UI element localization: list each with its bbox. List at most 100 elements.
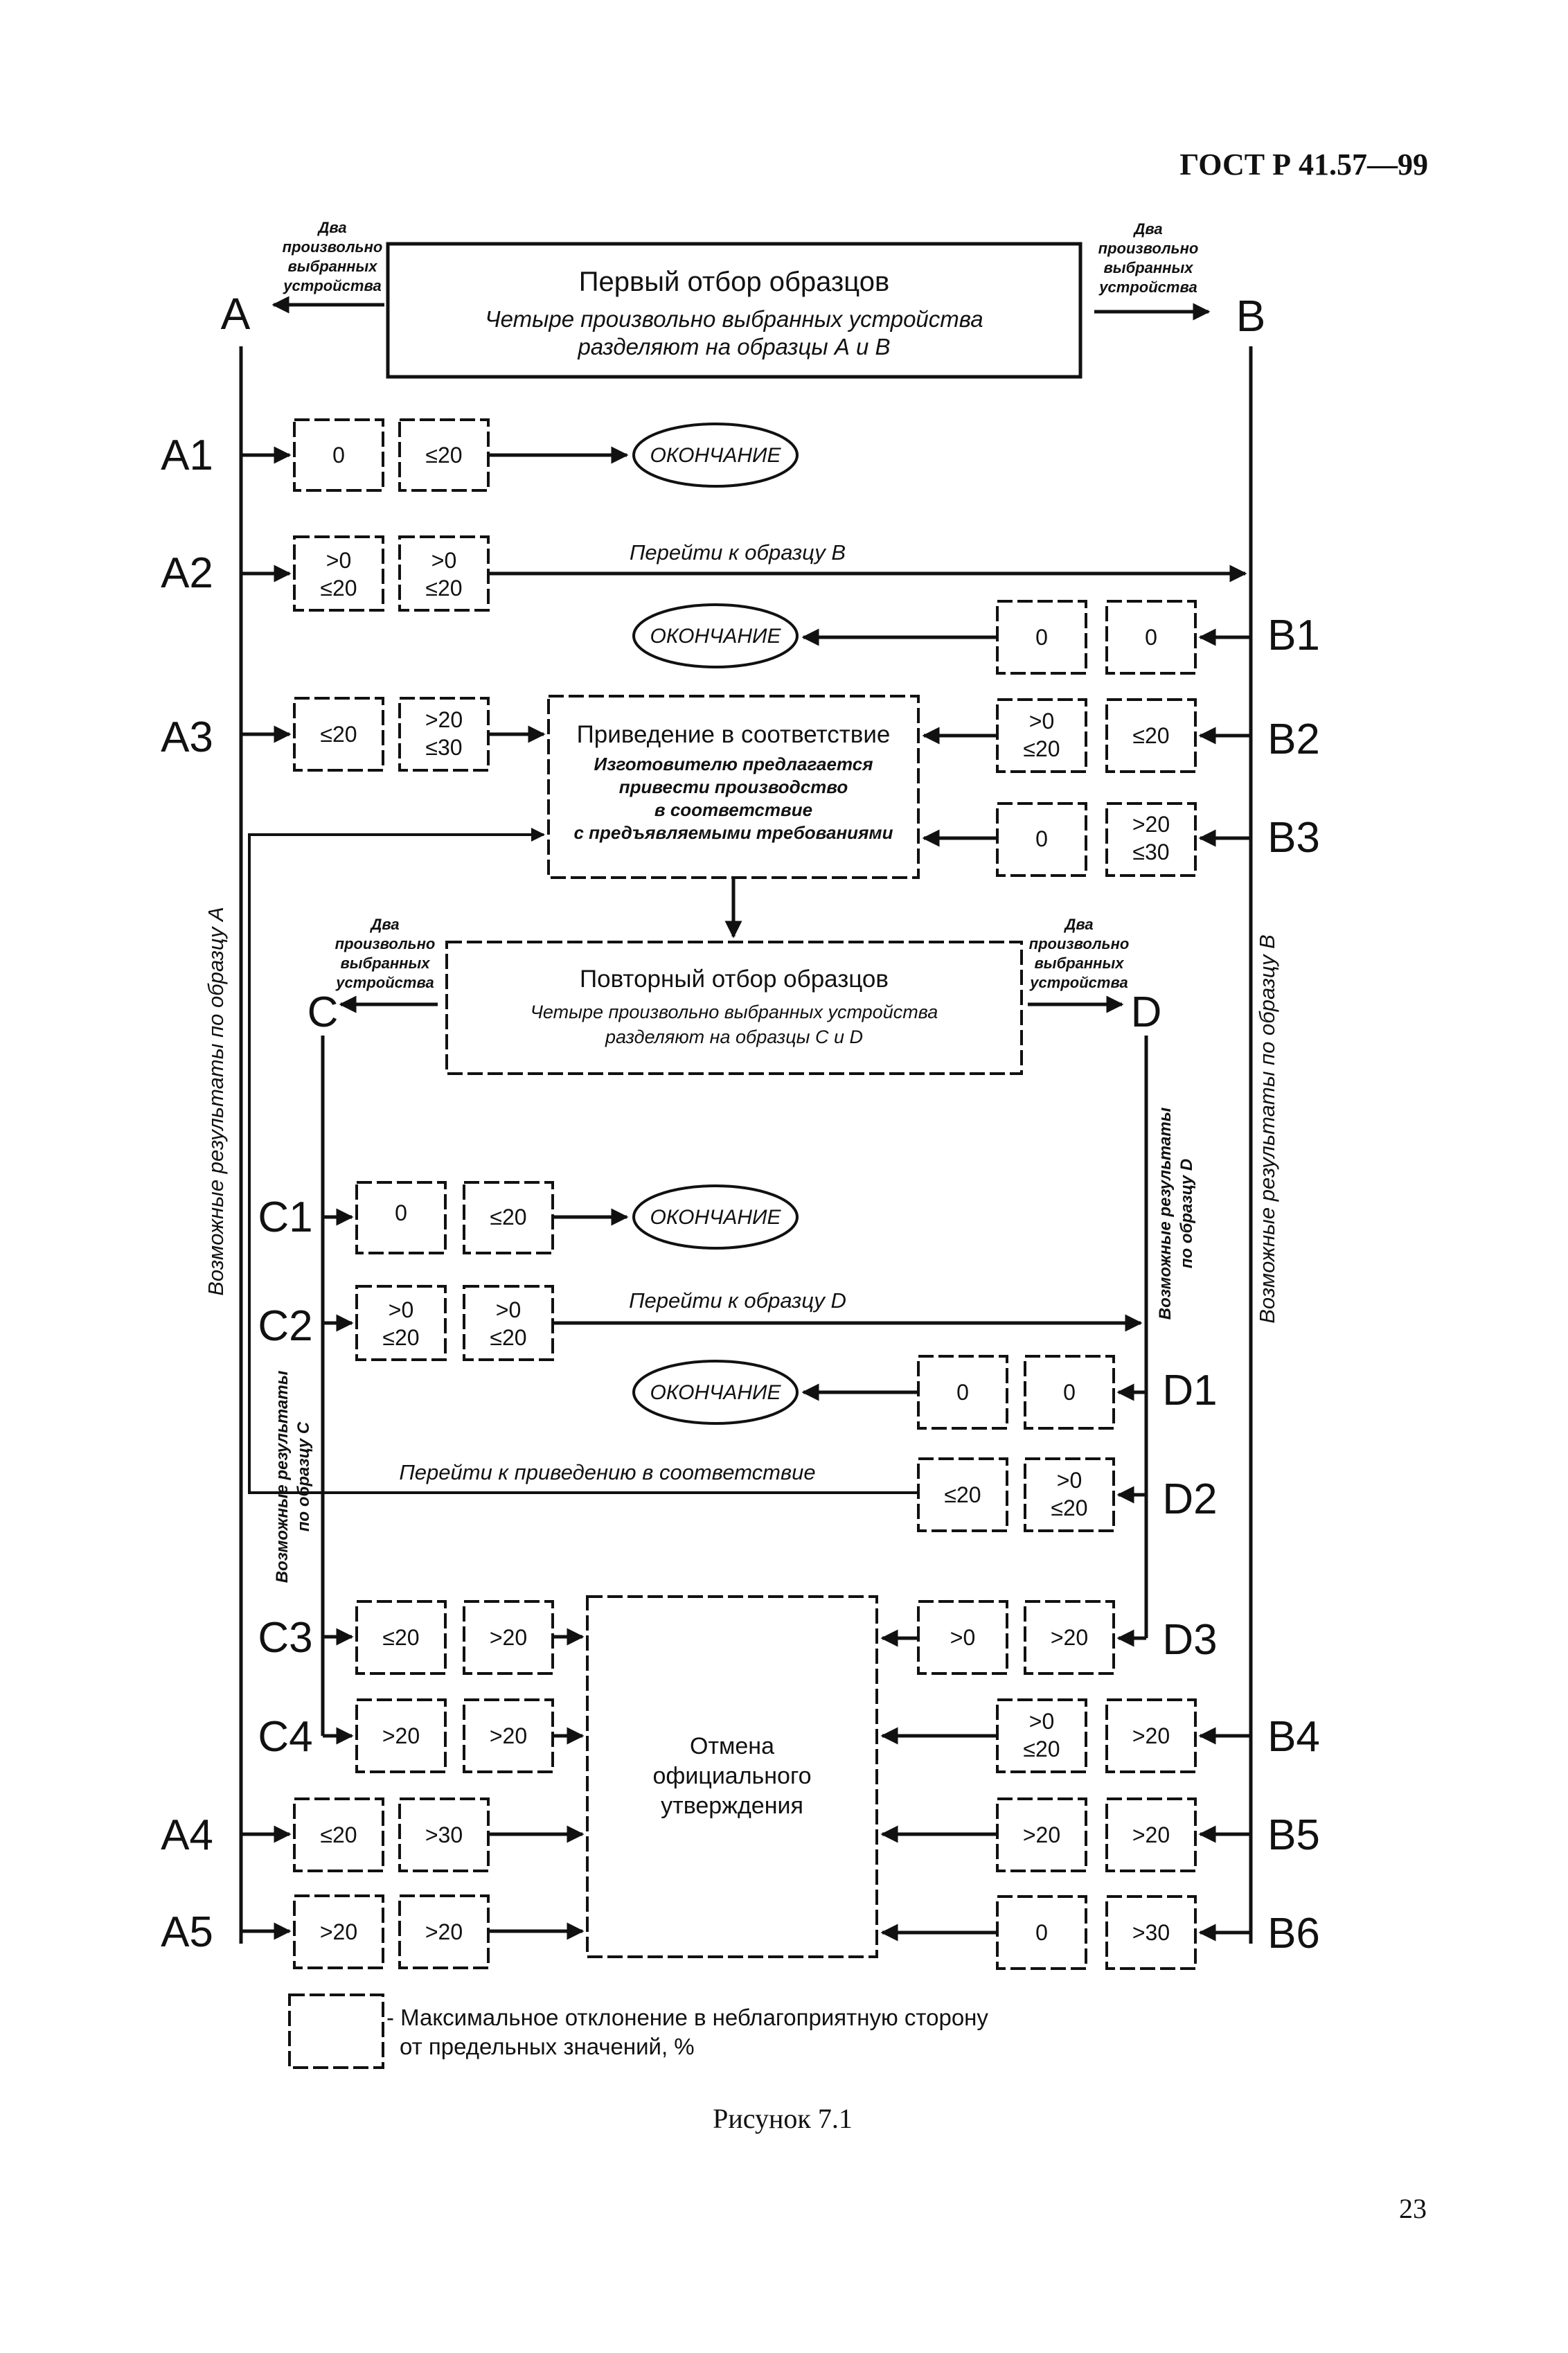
svg-text:привести производство: привести производство: [619, 776, 848, 797]
first-sampling-text-1: Четыре произвольно выбранных устройства: [485, 306, 983, 332]
svg-text:0: 0: [1035, 625, 1048, 650]
svg-text:Два: Два: [317, 219, 346, 236]
svg-text:в соответствие: в соответствие: [654, 799, 812, 820]
svg-text:утверждения: утверждения: [661, 1793, 803, 1819]
svg-text:0: 0: [1035, 1920, 1048, 1945]
svg-text:>20: >20: [1132, 1723, 1170, 1748]
row-b6-label: В6: [1267, 1910, 1320, 1957]
row-a4-cell-1: [293, 1797, 384, 1872]
goto-conformity-label: Перейти к приведению в соответствие: [399, 1460, 815, 1484]
row-b3-cell-2: [1105, 802, 1197, 877]
results-b-label: Возможные результаты по образцу В: [1255, 934, 1279, 1324]
sample-b-label: В: [1236, 291, 1266, 341]
svg-text:>0: >0: [389, 1297, 413, 1322]
svg-text:устройства: устройства: [1098, 278, 1197, 296]
svg-text:>0: >0: [1057, 1468, 1082, 1493]
svg-text:>20: >20: [320, 1919, 357, 1944]
first-sampling-text-2: разделяют на образцы А и В: [577, 334, 890, 359]
row-b4-cell-2: [1105, 1698, 1197, 1773]
svg-text:Возможные результаты: Возможные результаты: [1156, 1107, 1175, 1320]
legend-text-1: - Максимальное отклонение в неблагоприят…: [386, 2005, 988, 2030]
second-sampling-box: [445, 941, 1023, 1075]
svg-text:по образцу С: по образцу С: [294, 1421, 313, 1531]
page-number: 23: [1399, 2193, 1427, 2224]
row-a3-label: А3: [161, 713, 213, 761]
svg-text:Изготовителю предлагается: Изготовителю предлагается: [594, 754, 873, 774]
row-b4-label: В4: [1267, 1713, 1320, 1761]
svg-text:>30: >30: [1132, 1920, 1170, 1945]
svg-text:≤20: ≤20: [490, 1205, 526, 1229]
row-b2-cell-2: [1105, 698, 1197, 773]
svg-text:>0: >0: [326, 548, 351, 573]
svg-text:Два: Два: [369, 916, 399, 933]
row-a4-label: А4: [161, 1811, 213, 1859]
end-oval-d1: [632, 1360, 799, 1425]
svg-text:≤20: ≤20: [944, 1482, 981, 1507]
svg-text:>20: >20: [490, 1723, 527, 1748]
svg-text:0: 0: [1035, 826, 1048, 851]
results-a-label: Возможные результаты по образцу А: [204, 907, 228, 1296]
results-d-label: Возможные результаты по образцу D: [1156, 1107, 1196, 1320]
svg-text:0: 0: [395, 1200, 407, 1225]
svg-text:>20: >20: [1051, 1625, 1088, 1650]
svg-text:по образцу D: по образцу D: [1177, 1159, 1196, 1268]
row-b6-cell-2: [1105, 1895, 1197, 1970]
svg-text:Два: Два: [1063, 916, 1093, 933]
svg-text:0: 0: [1145, 625, 1157, 650]
svg-text:>20: >20: [1132, 812, 1170, 837]
row-a1-label: А1: [161, 432, 213, 479]
sample-d-label: D: [1131, 988, 1162, 1036]
row-c1-cell-1: [355, 1181, 447, 1254]
row-d3-cell-2: [1024, 1600, 1115, 1675]
row-d3-label: D3: [1162, 1616, 1217, 1664]
svg-text:произвольно: произвольно: [283, 238, 383, 256]
svg-text:≤20: ≤20: [1051, 1495, 1087, 1520]
svg-text:≤20: ≤20: [320, 1822, 357, 1847]
svg-text:произвольно: произвольно: [335, 935, 436, 952]
svg-text:≤30: ≤30: [425, 735, 462, 760]
svg-text:>20: >20: [1023, 1822, 1060, 1847]
svg-text:произвольно: произвольно: [1098, 240, 1199, 257]
svg-text:ОКОНЧАНИЕ: ОКОНЧАНИЕ: [650, 625, 781, 648]
svg-text:с предъявляемыми требованиями: с предъявляемыми требованиями: [573, 822, 893, 843]
row-a2-cell-1: [293, 535, 384, 612]
svg-text:≤20: ≤20: [382, 1625, 419, 1650]
svg-text:Четыре произвольно выбранных у: Четыре произвольно выбранных устройства: [531, 1002, 938, 1022]
row-b1-label: В1: [1267, 612, 1320, 659]
svg-text:>20: >20: [1132, 1822, 1170, 1847]
row-d2-cell-1: [917, 1457, 1008, 1532]
document-code: ГОСТ Р 41.57—99: [1179, 148, 1428, 181]
side-note-c: Два произвольно выбранных устройства: [335, 916, 436, 991]
first-sampling-box: [386, 242, 1083, 379]
legend-swatch: [288, 1994, 384, 2069]
svg-text:>30: >30: [425, 1822, 463, 1847]
svg-text:устройства: устройства: [335, 974, 434, 991]
svg-text:>20: >20: [425, 1919, 463, 1944]
row-c3-cell-1: [355, 1600, 447, 1675]
svg-text:0: 0: [1063, 1380, 1076, 1405]
conformity-title: Приведение в соответствие: [577, 721, 891, 748]
row-a1-cell-1: [293, 418, 384, 492]
svg-text:выбранных: выбранных: [1104, 259, 1194, 276]
svg-text:>0: >0: [496, 1297, 521, 1322]
svg-text:≤30: ≤30: [1132, 840, 1169, 864]
row-d1-label: D1: [1162, 1367, 1217, 1414]
svg-text:устройства: устройства: [1029, 974, 1128, 991]
results-c-label: Возможные результаты по образцу С: [273, 1370, 313, 1583]
svg-text:0: 0: [332, 443, 345, 468]
svg-text:≤20: ≤20: [320, 576, 357, 601]
svg-text:>0: >0: [431, 548, 456, 573]
sample-c-label: С: [308, 988, 339, 1036]
row-a2-label: А2: [161, 549, 213, 597]
goto-d-label: Перейти к образцу D: [629, 1288, 846, 1313]
side-note-d: Два произвольно выбранных устройства: [1029, 916, 1130, 991]
svg-text:>0: >0: [950, 1625, 975, 1650]
svg-text:≤20: ≤20: [1132, 723, 1169, 748]
svg-text:>0: >0: [1029, 1709, 1054, 1734]
legend-text-2: от предельных значений, %: [400, 2034, 695, 2059]
row-a5-cell-1: [293, 1894, 384, 1969]
second-sampling-title: Повторный отбор образцов: [580, 966, 889, 993]
svg-text:ОКОНЧАНИЕ: ОКОНЧАНИЕ: [650, 1381, 781, 1404]
svg-text:>20: >20: [382, 1723, 420, 1748]
